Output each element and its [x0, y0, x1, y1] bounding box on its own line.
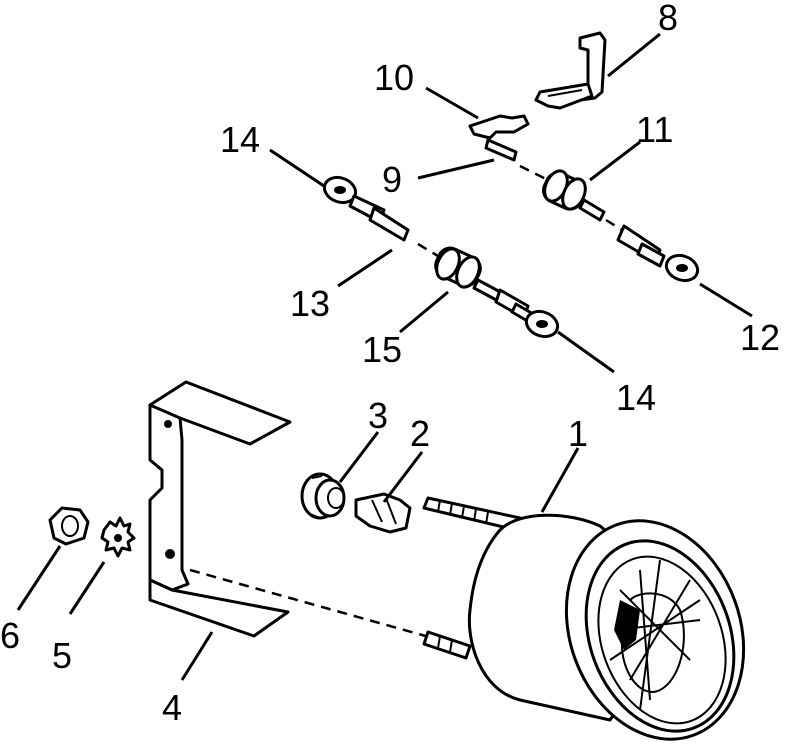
part-11-connector [519, 164, 606, 222]
leader-lines [16, 32, 753, 681]
part-6-nut [48, 506, 90, 546]
callout-labels: 1 2 3 4 5 6 8 9 10 11 12 13 14 14 15 [0, 0, 780, 728]
callout-13: 13 [290, 283, 330, 324]
part-10-clip [468, 114, 530, 140]
part-4-mounting-bracket [148, 380, 441, 642]
callout-10: 10 [374, 57, 414, 98]
part-9-tab [484, 138, 518, 162]
callout-8: 8 [658, 0, 678, 38]
part-5-lock-washer [100, 516, 136, 558]
callout-14-lower: 14 [616, 377, 656, 418]
part-2-bulb [354, 492, 412, 534]
callout-9: 9 [382, 159, 402, 200]
part-3-bulb-socket [300, 472, 346, 520]
callout-14-upper: 14 [220, 119, 260, 160]
part-14-ring-terminal-lower [494, 288, 560, 339]
callout-5: 5 [52, 635, 72, 676]
part-13-wire [417, 242, 439, 258]
part-8-bracket [534, 31, 607, 110]
callout-12: 12 [740, 317, 780, 358]
callout-1: 1 [568, 413, 588, 454]
part-15-connector [434, 246, 506, 304]
part-1-gauge [422, 496, 746, 741]
callout-2: 2 [410, 413, 430, 454]
part-12-ring-terminal [605, 218, 700, 283]
part-14-ring-terminal-upper [322, 175, 410, 242]
callout-6: 6 [0, 615, 20, 656]
callout-4: 4 [162, 687, 182, 728]
callout-11: 11 [636, 109, 673, 150]
callout-3: 3 [368, 395, 388, 436]
callout-15: 15 [362, 329, 402, 370]
